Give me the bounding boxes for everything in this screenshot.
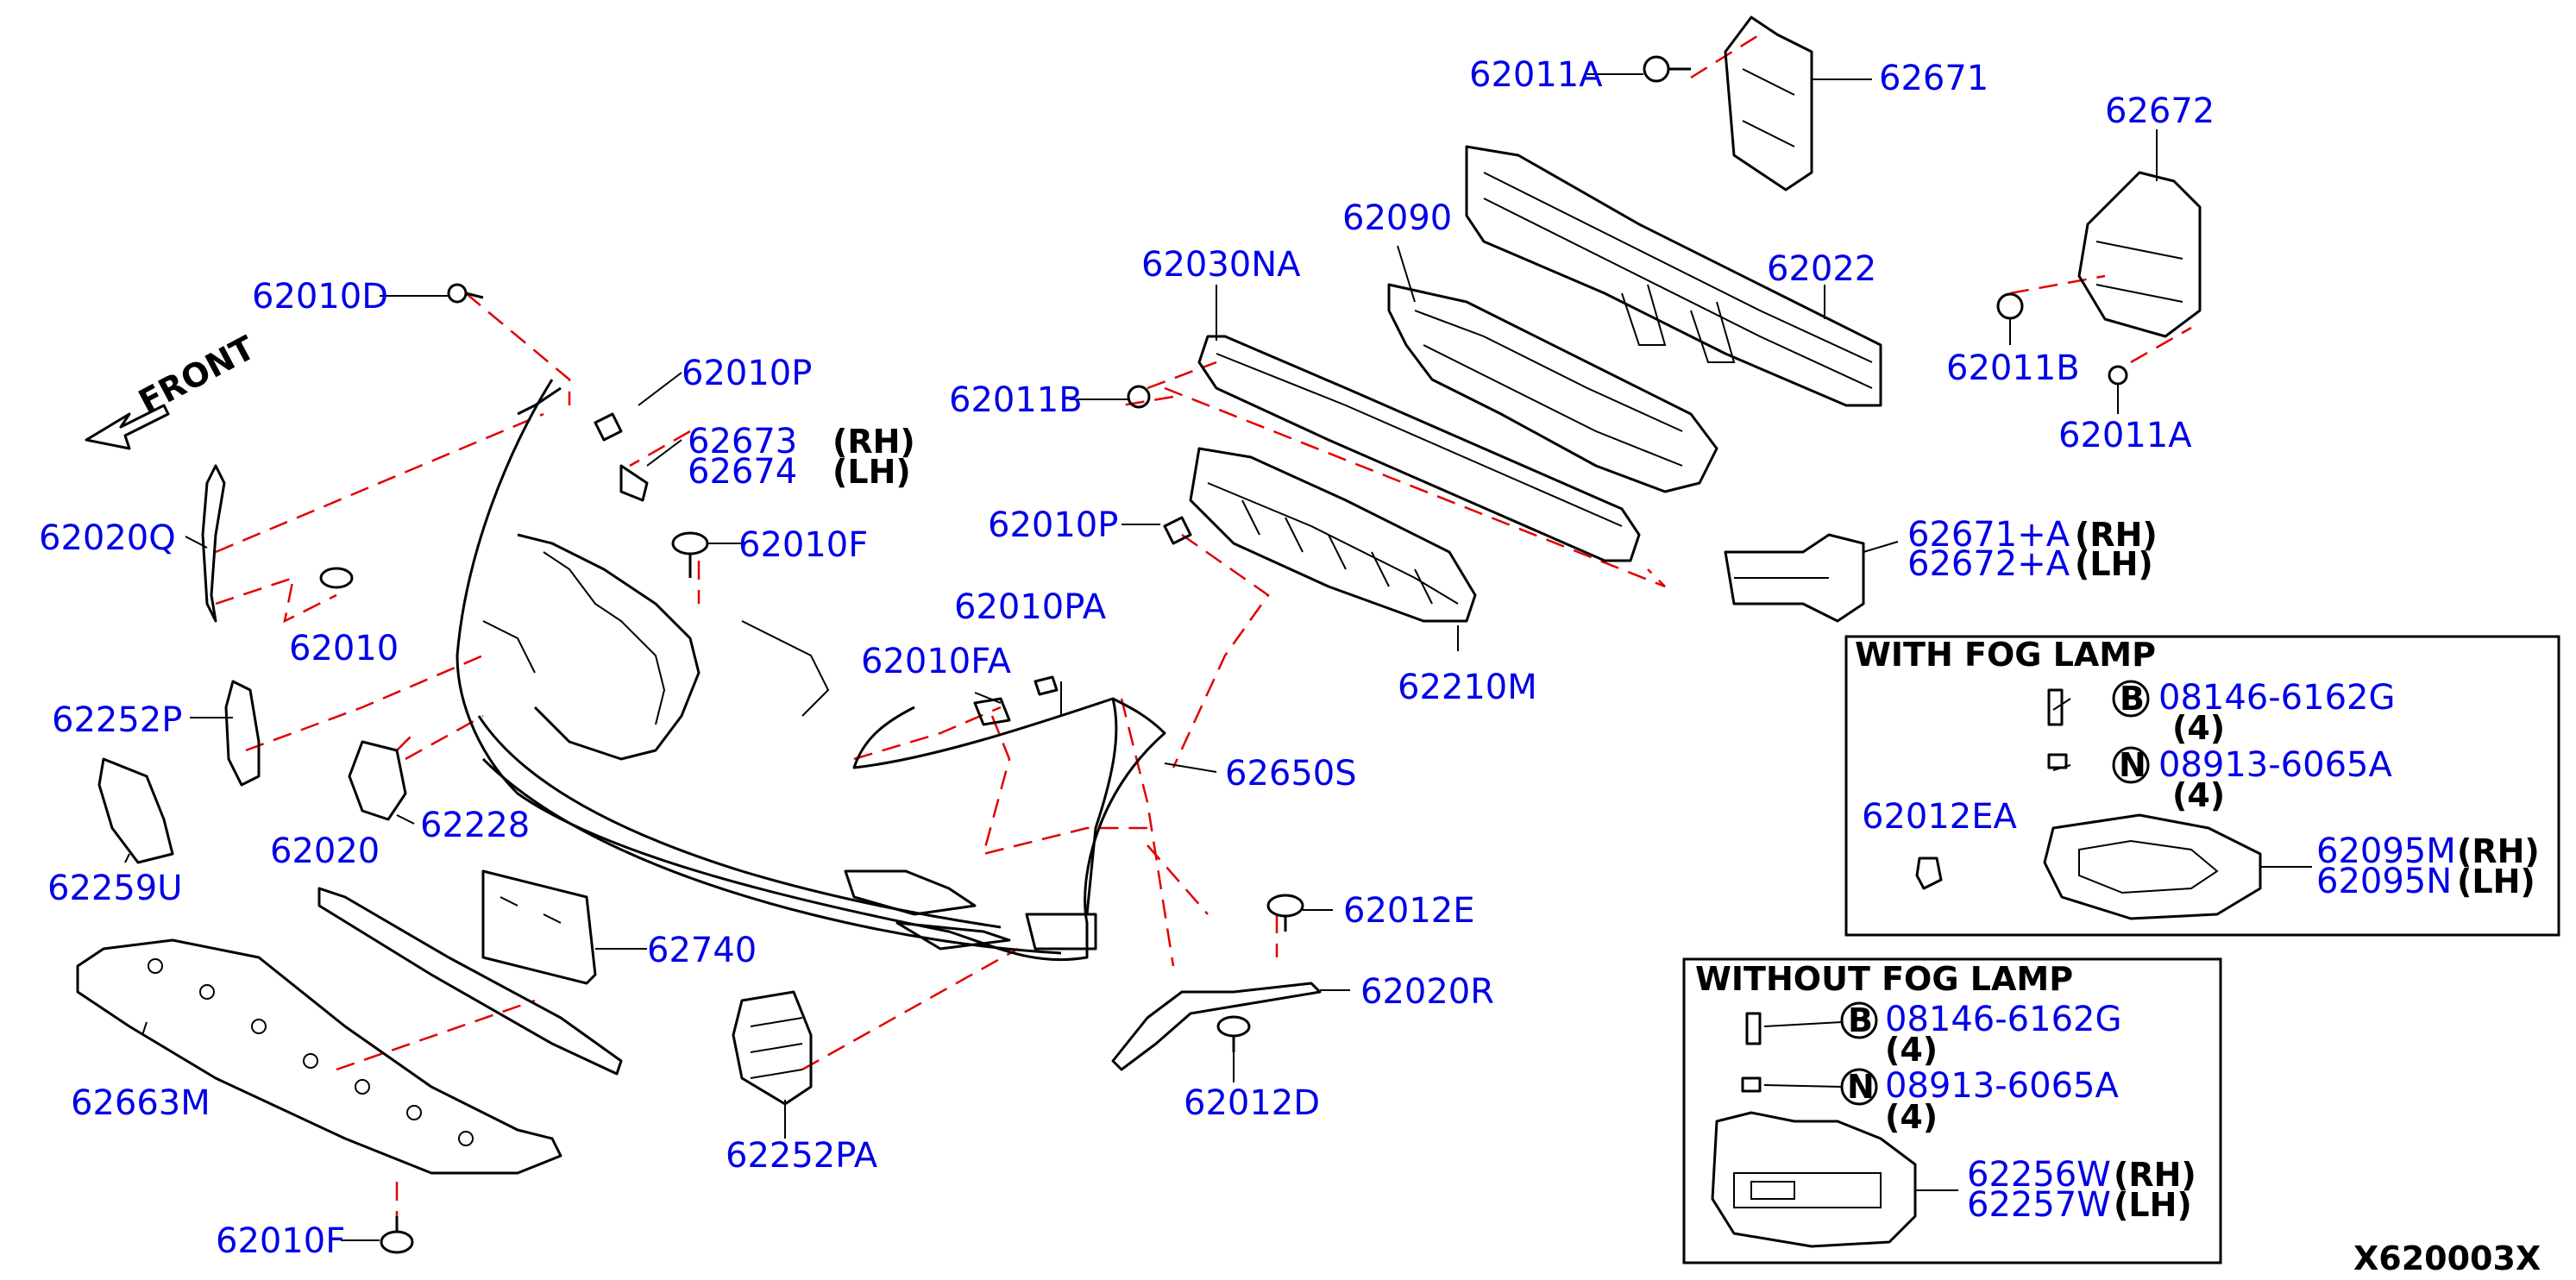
label-62020: 62020 [270, 831, 380, 871]
with-fog-nut-part: 08913-6065A [2158, 745, 2392, 785]
bumper-reinforcement [1465, 145, 1882, 407]
without-fog-title: WITHOUT FOG LAMP [1695, 960, 2073, 998]
label-62011b-left: 62011B [949, 380, 1083, 420]
bolt-b-icon-2 [1840, 1001, 1878, 1039]
with-fog-bolt-qty: (4) [2172, 709, 2225, 747]
without-fog-nut-circle: N [1847, 1068, 1875, 1106]
label-62010p-top: 62010P [682, 354, 812, 393]
label-62210m: 62210M [1398, 668, 1537, 707]
side-markers: (RH) (LH) (RH) (LH) [832, 423, 2158, 583]
with-fog-nut-qty: (4) [2172, 776, 2225, 814]
side-rh-62673: (RH) [832, 423, 915, 461]
energy-absorber [1387, 283, 1718, 493]
label-62010p-mid: 62010P [988, 505, 1118, 545]
label-62090: 62090 [1342, 198, 1452, 238]
label-62257w: 62257W [1967, 1185, 2111, 1225]
label-62011a-right: 62011A [2058, 416, 2192, 455]
front-arrow-icon [85, 404, 170, 450]
duct-62259u [97, 757, 174, 864]
fasteners [319, 55, 2128, 1254]
label-62020r: 62020R [1360, 972, 1494, 1012]
nut-n-icon [2112, 746, 2150, 784]
part-labels: 62011A 62671 62672 62090 62022 62030NA 6… [39, 55, 2215, 1261]
label-62673: 62673 [688, 422, 797, 461]
with-fog-title: WITH FOG LAMP [1855, 636, 2156, 674]
leader-lines [124, 73, 2158, 1241]
without-fog-nut-part: 08913-6065A [1885, 1066, 2119, 1106]
with-fog-bolt-circle: B [2120, 680, 2145, 718]
without-fog-lamp-panel: WITHOUT FOG LAMP B 08146-6162G (4) N 089… [1682, 957, 2222, 1264]
label-62012d: 62012D [1184, 1083, 1320, 1123]
side-rh-62095m: (RH) [2457, 832, 2540, 870]
bracket-62671a [1724, 533, 1865, 623]
without-fog-nut-qty: (4) [1885, 1098, 1938, 1136]
label-62010-partial: 62010 [289, 629, 399, 668]
with-fog-lamp-panel: WITH FOG LAMP B 08146-6162G (4) N 08913-… [1844, 635, 2560, 937]
side-rh-62671a: (RH) [2075, 516, 2158, 554]
with-fog-nut-circle: N [2119, 746, 2146, 784]
side-rh-62256w: (RH) [2114, 1156, 2196, 1194]
side-molding-62020r [1111, 982, 1322, 1071]
license-bracket [481, 869, 597, 985]
label-62010d: 62010D [252, 277, 388, 317]
label-62020q: 62020Q [39, 518, 176, 558]
under-cover [76, 938, 562, 1175]
label-62259u: 62259U [47, 869, 183, 908]
bumper-fascia [456, 379, 1166, 962]
label-62022: 62022 [1767, 249, 1876, 289]
front-label: FRONT [133, 329, 261, 421]
label-62740: 62740 [647, 931, 757, 970]
label-62010f-bottom: 62010F [216, 1221, 345, 1261]
label-62228: 62228 [420, 806, 530, 845]
label-62012ea: 62012EA [1862, 797, 2018, 837]
label-62672: 62672 [2105, 91, 2215, 131]
side-lh-62674: (LH) [832, 453, 911, 491]
grille-62252pa [732, 990, 813, 1106]
fog-lamp-bezel [2043, 813, 2262, 920]
bracket-62672 [2077, 171, 2202, 338]
side-trim-62020q [201, 464, 226, 623]
side-lh-62672a: (LH) [2075, 545, 2153, 583]
label-62671: 62671 [1879, 59, 1989, 98]
bracket-62252p [224, 680, 261, 787]
label-62030na: 62030NA [1141, 245, 1301, 285]
bolt-b-icon [2112, 680, 2150, 718]
label-62252pa: 62252PA [726, 1136, 878, 1176]
label-62010f-top: 62010F [738, 525, 868, 565]
label-62011a-top: 62011A [1469, 55, 1603, 95]
bracket-62671 [1724, 16, 1813, 191]
upper-beam [1197, 335, 1641, 562]
label-62095m: 62095M [2316, 831, 2456, 871]
molding-62020 [317, 887, 623, 1076]
without-fog-bolt-circle: B [1848, 1001, 1873, 1039]
label-62011b-right: 62011B [1946, 348, 2080, 388]
without-fog-bolt-part: 08146-6162G [1885, 1000, 2121, 1039]
diagram-code: X620003X [2353, 1239, 2541, 1277]
without-fog-bolt-qty: (4) [1885, 1031, 1938, 1069]
label-62012e: 62012E [1343, 891, 1475, 931]
label-62010pa: 62010PA [954, 587, 1107, 627]
label-62095n: 62095N [2316, 862, 2452, 901]
label-62674: 62674 [688, 452, 797, 492]
with-fog-bolt-part: 08146-6162G [2158, 678, 2395, 718]
label-62252p: 62252P [52, 700, 182, 740]
label-62010fa: 62010FA [861, 642, 1012, 681]
label-62671a: 62671+A [1907, 515, 2070, 555]
side-lh-62257w: (LH) [2114, 1186, 2192, 1224]
grille-support [1189, 447, 1477, 623]
label-62650s: 62650S [1225, 754, 1357, 794]
tow-hook-cover [348, 740, 407, 821]
label-62672a: 62672+A [1907, 544, 2070, 584]
label-62663m: 62663M [71, 1083, 210, 1123]
label-62256w: 62256W [1967, 1155, 2111, 1195]
side-lh-62095n: (LH) [2457, 863, 2535, 900]
